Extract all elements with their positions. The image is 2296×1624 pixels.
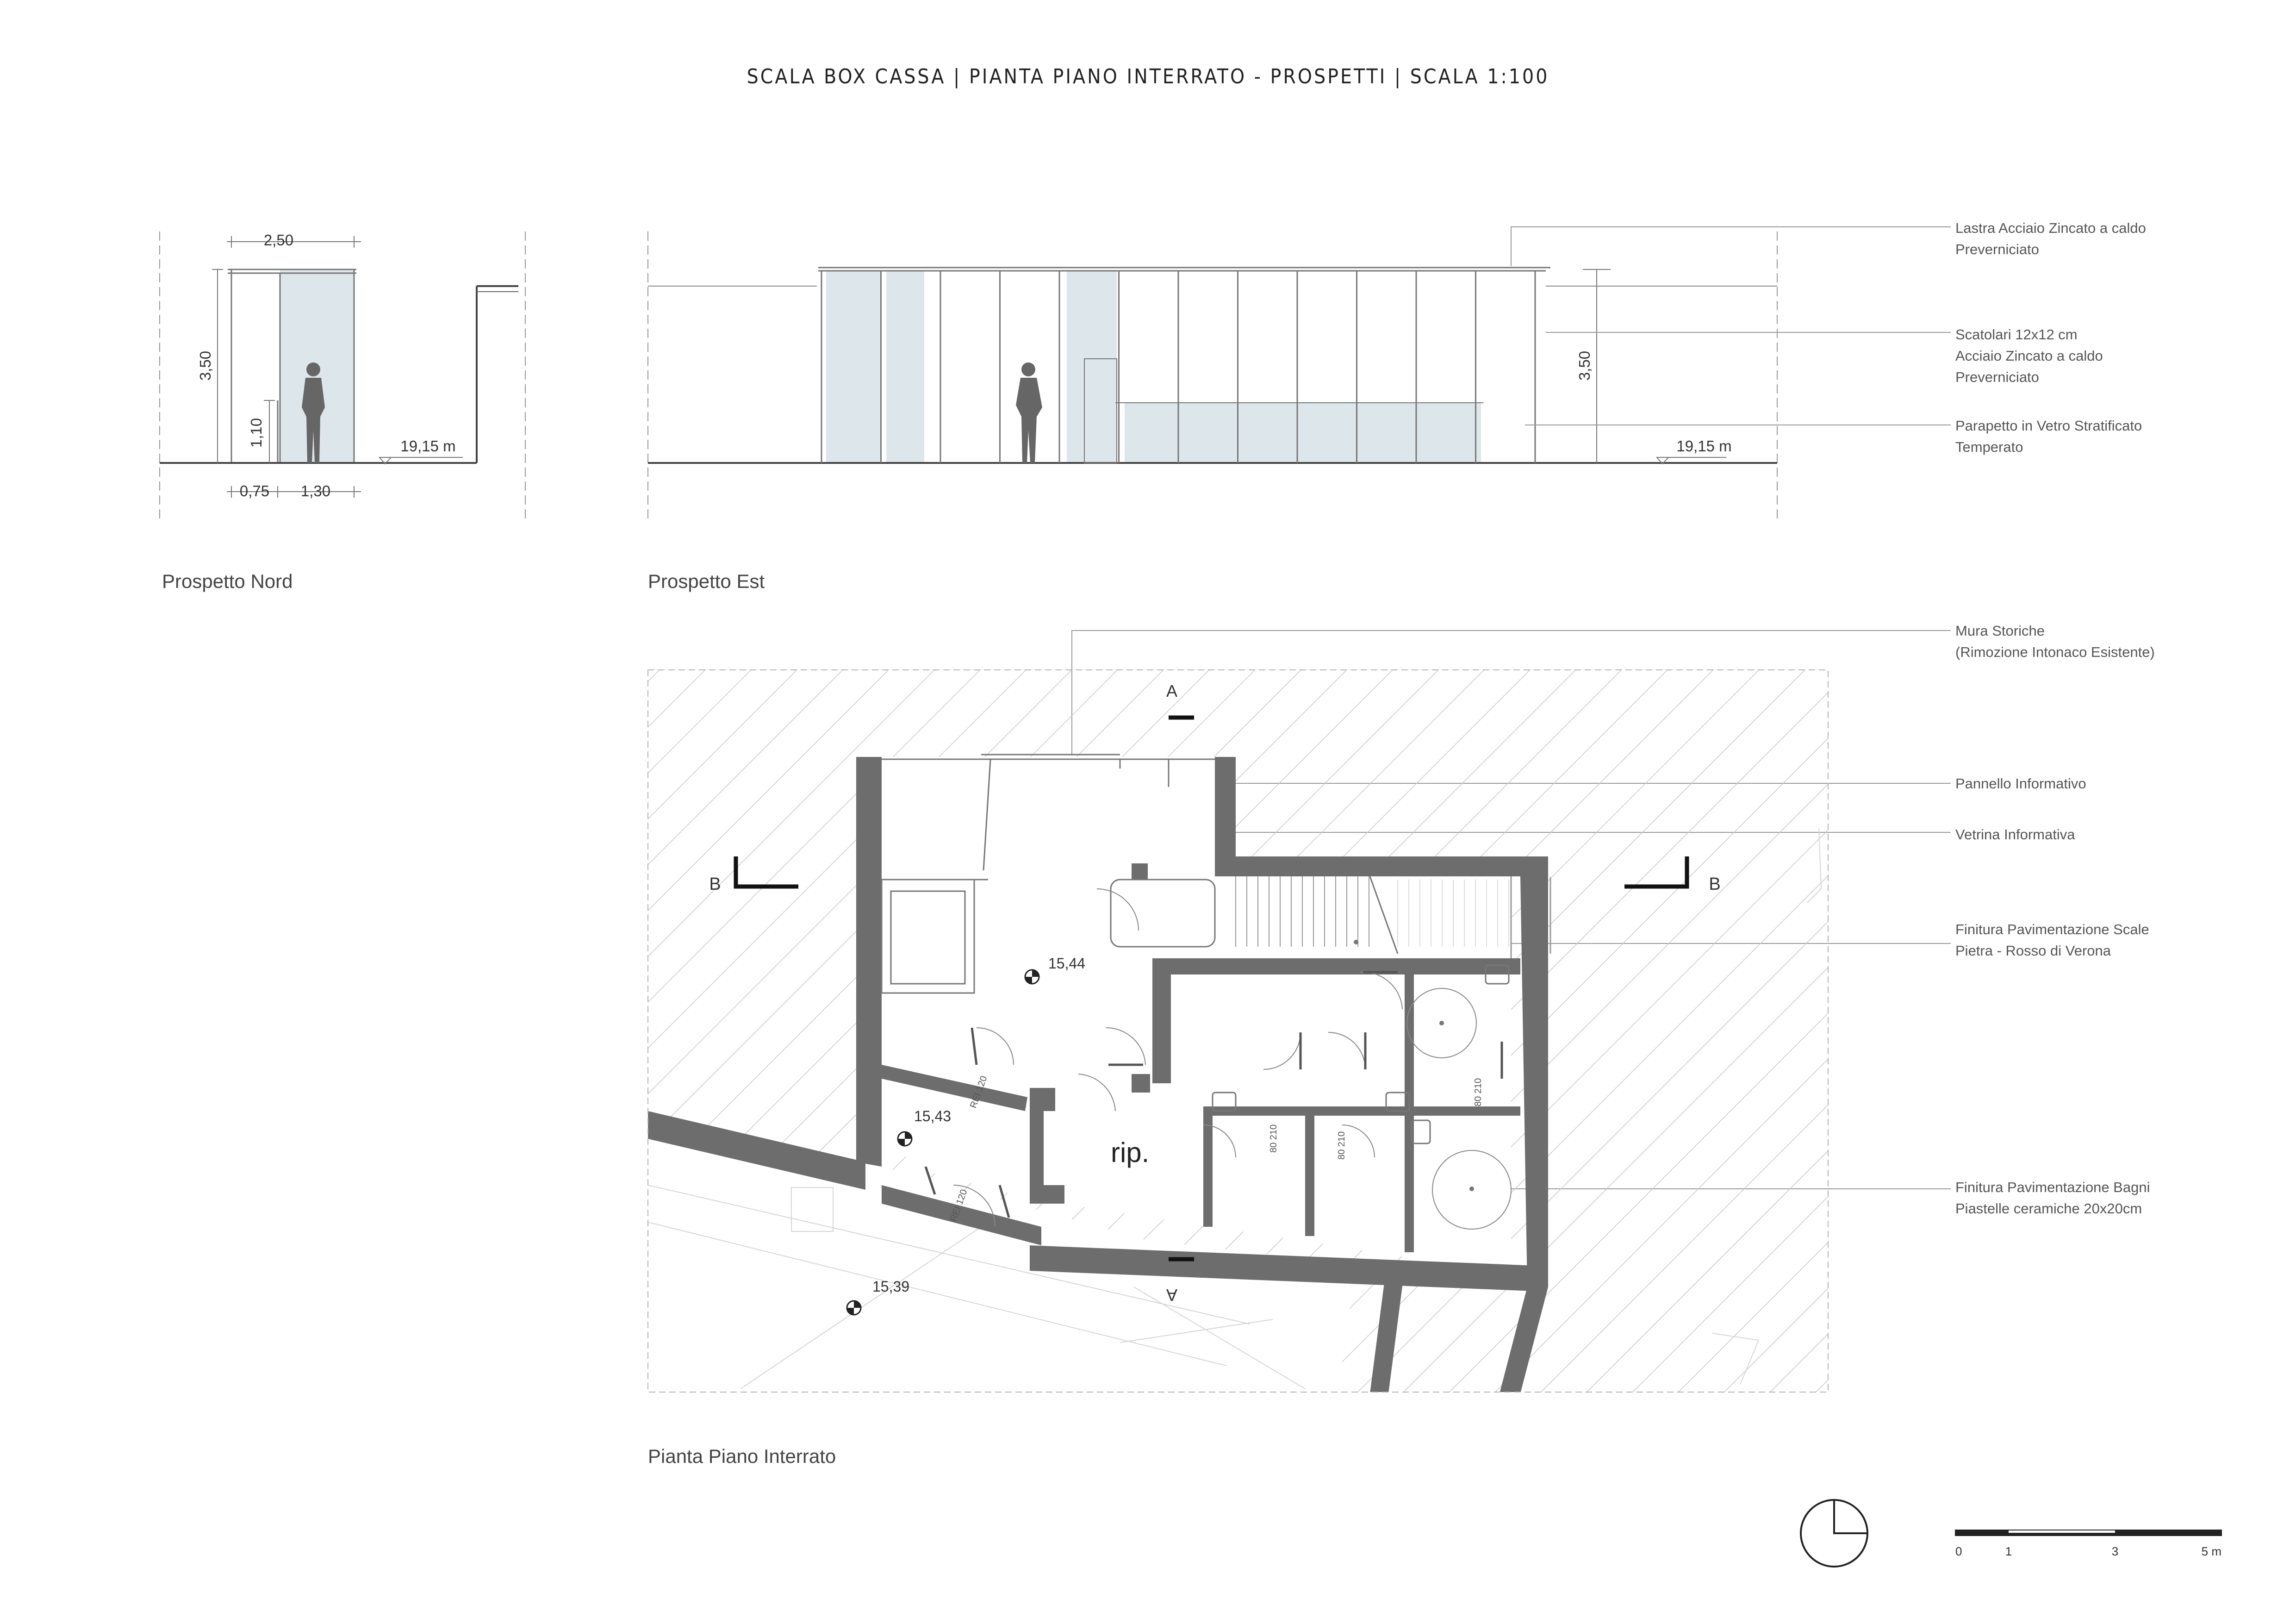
scale-tick-0: 0 — [1955, 1544, 1962, 1558]
plan-frame — [647, 669, 1829, 1393]
dim-width-top: 2,50 — [264, 231, 293, 249]
dim-offset-b: 1,30 — [301, 482, 330, 500]
note-info-panel: Pannello Informativo — [1955, 775, 2086, 792]
dim-offset-a: 0,75 — [240, 482, 269, 500]
view-title-north: Prospetto Nord — [162, 570, 293, 592]
section-b-left: B — [709, 874, 721, 894]
human-figure-east-icon — [1016, 362, 1042, 463]
spot-level-1: 15,44 — [1048, 955, 1085, 972]
spot-level-icon — [846, 969, 1040, 1316]
dim-parapet: 1,10 — [248, 418, 265, 448]
view-title-plan: Pianta Piano Interrato — [648, 1445, 836, 1467]
north-elevation — [159, 231, 526, 523]
east-elevation — [647, 231, 1778, 523]
section-a-top: A — [1166, 681, 1177, 700]
section-a-bottom: A — [1166, 1286, 1177, 1305]
spot-level-2: 15,43 — [914, 1108, 951, 1124]
north-arrow-icon — [1800, 1499, 1868, 1568]
human-figure-north-icon — [302, 362, 325, 463]
note-info-showcase: Vetrina Informativa — [1955, 826, 2075, 843]
basement-plan — [648, 670, 1828, 1392]
east-mullions — [821, 271, 1536, 463]
scale-tick-3: 3 — [2112, 1544, 2118, 1558]
stair-treads — [1235, 876, 1509, 947]
dim-height-north: 3,50 — [197, 351, 214, 381]
note-historic-walls: Mura Storiche(Rimozione Intonaco Esisten… — [1955, 623, 2155, 660]
level-north: 19,15 m — [400, 437, 455, 455]
sheet-title: SCALA BOX CASSA | PIANTA PIANO INTERRATO… — [747, 65, 1549, 88]
door-wc-size-3: 80 210 — [1473, 1078, 1483, 1106]
dim-height-east: 3,50 — [1576, 351, 1593, 381]
scale-tick-1: 1 — [2005, 1544, 2012, 1558]
view-title-east: Prospetto Est — [648, 570, 765, 592]
room-label-storage: rip. — [1111, 1137, 1149, 1168]
scale-tick-5: 5 m — [2202, 1544, 2221, 1558]
door-wc-size-2: 80 210 — [1337, 1131, 1347, 1160]
spot-level-3: 15,39 — [872, 1278, 909, 1295]
door-wc-size-1: 80 210 — [1269, 1124, 1279, 1153]
scale-bar — [1955, 1530, 2222, 1536]
section-b-right: B — [1709, 874, 1720, 894]
level-east: 19,15 m — [1676, 437, 1731, 455]
